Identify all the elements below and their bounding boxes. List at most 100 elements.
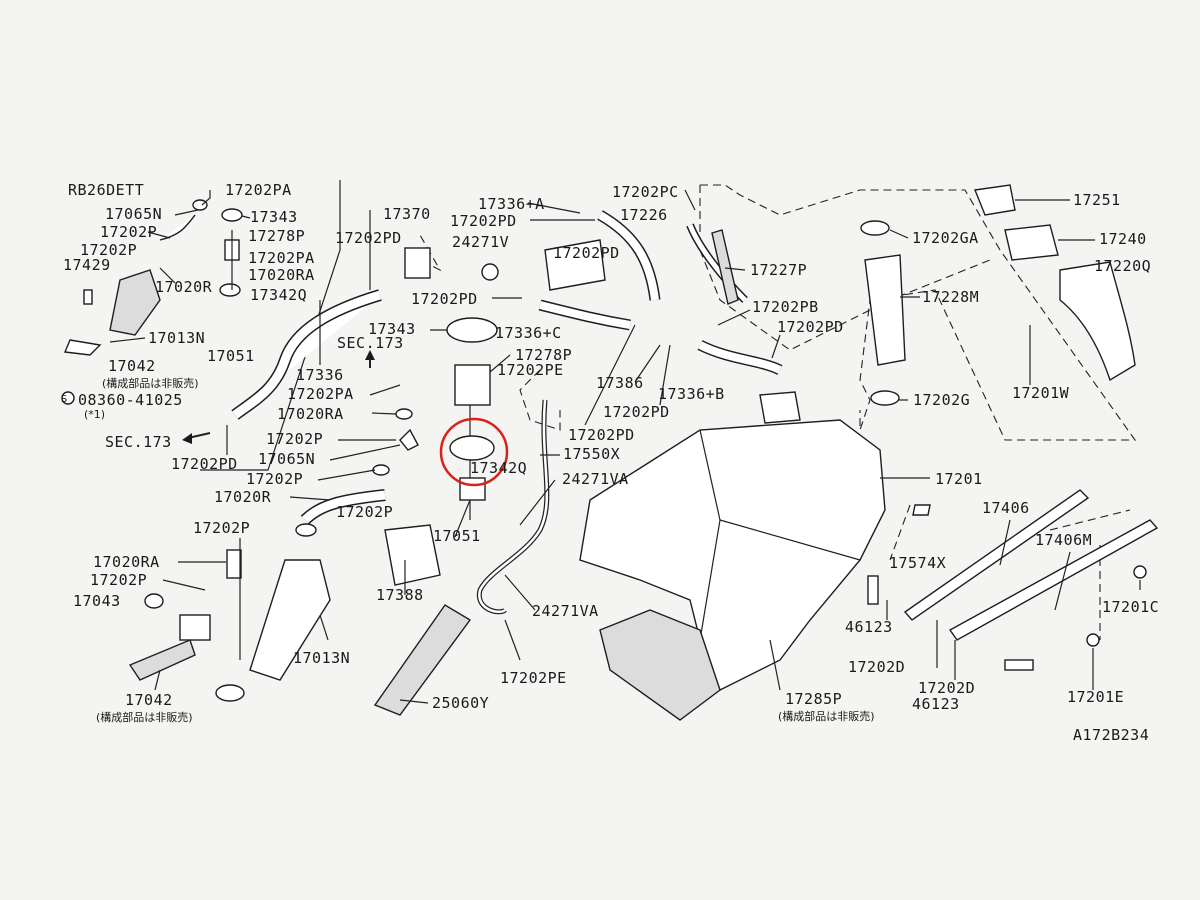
label-17020RA-a: 17020RA [248, 266, 315, 284]
label-17202GA: 17202GA [912, 229, 979, 247]
label-17202D-b: 17202D [918, 679, 975, 697]
label-24271VA-a: 24271VA [562, 470, 629, 488]
sender-25060Y [373, 604, 472, 716]
label-17202PA-b: 17202PA [248, 249, 315, 267]
leader-17020RA-b [371, 412, 397, 415]
leader-17013N-b [319, 614, 329, 641]
nut-17201E [1086, 633, 1100, 647]
strainer-17042 [128, 639, 196, 681]
sec-arrows [182, 350, 375, 444]
leader-17202PD-h [584, 324, 636, 426]
label-17202PB: 17202PB [752, 298, 819, 316]
label-17429: 17429 [63, 256, 111, 274]
hose-mid-fill [539, 301, 631, 329]
dash-17202PE [519, 369, 561, 431]
hose-17336-fill [232, 290, 382, 419]
dash-strap [1049, 509, 1131, 531]
note-not-sold-c: (構成部品は非販売) [778, 709, 875, 723]
pump-bracket [109, 269, 161, 336]
bolt-46123-b [1004, 659, 1034, 671]
left-detail-parts [128, 408, 472, 716]
clamp-17202G [870, 390, 900, 406]
label-25060Y: 25060Y [432, 694, 489, 712]
label-17043: 17043 [73, 592, 121, 610]
bracket-17013N [249, 559, 331, 681]
plate-17388 [384, 524, 441, 586]
leader-17406 [999, 519, 1011, 566]
ring-17013N [215, 684, 245, 702]
label-17278P-a: 17278P [248, 227, 305, 245]
dash-filler-group [700, 184, 1137, 441]
label-17201E: 17201E [1067, 688, 1124, 706]
washer-17043 [144, 593, 164, 609]
dash-17370 [409, 234, 442, 272]
label-17202P-d: 17202P [246, 470, 303, 488]
label-17370: 17370 [383, 205, 431, 223]
label-17202P-f: 17202P [193, 519, 250, 537]
strap-17406M [948, 519, 1159, 641]
leader-17202PE-b [504, 619, 521, 661]
label-17202PD-d: 17202PD [553, 244, 620, 262]
label-17020R-a: 17020R [155, 278, 213, 296]
clip-small-a [192, 199, 208, 211]
fuel-tank [579, 391, 886, 721]
label-17227P: 17227P [750, 261, 807, 279]
label-17278P-b: 17278P [515, 346, 572, 364]
label-sec173-mid: SEC.173 [337, 334, 404, 352]
shield-24271V [544, 239, 606, 291]
screw-symbol-text: S [61, 394, 67, 405]
tank-seam-b [719, 519, 861, 561]
label-17336C: 17336+C [495, 324, 562, 342]
label-17343-b: 17343 [368, 320, 416, 338]
label-17202PE-a: 17202PE [497, 361, 564, 379]
labels: RB26DETT 17202PA 17065N 17343 17202P 172… [61, 181, 1159, 744]
label-17202PD-c: 17202PD [450, 212, 517, 230]
label-17202D-a: 17202D [848, 658, 905, 676]
clamp-17202GA [860, 220, 890, 236]
filler-neck-17220Q [1059, 261, 1136, 382]
label-17020RA-c: 17020RA [93, 553, 160, 571]
clip-17020RA [395, 408, 413, 420]
clip-17202P-e [295, 523, 317, 537]
label-17285P: 17285P [785, 690, 842, 708]
note-not-sold-b: (構成部品は非販売) [96, 710, 193, 724]
note-not-sold-a: (構成部品は非販売) [102, 376, 199, 390]
label-17202P-a: 17202P [100, 223, 157, 241]
leader-17343-a [241, 215, 251, 219]
pump-17051-detail [179, 614, 211, 641]
leader-17202PB [717, 309, 751, 326]
leader-17227P [724, 267, 746, 271]
label-17042-b: 17042 [125, 691, 173, 709]
label-17226: 17226 [620, 206, 668, 224]
label-17343-a: 17343 [250, 208, 298, 226]
strap-17406 [903, 489, 1090, 621]
label-17202PD-e: 17202PD [411, 290, 478, 308]
grommet-17202PD [481, 263, 499, 281]
leader-17065N-a [174, 209, 199, 216]
label-17013N-a: 17013N [148, 329, 205, 347]
pump-assy-top [454, 364, 491, 406]
label-17202G: 17202G [913, 391, 970, 409]
leader-17406M [1054, 551, 1071, 611]
label-17051-a: 17051 [207, 347, 255, 365]
leader-lines [109, 189, 1141, 704]
joint-17065N [399, 428, 419, 451]
straps [867, 489, 1159, 671]
hose-small [159, 214, 196, 241]
pipe-24271VA-fill [478, 399, 549, 614]
label-17342Q-b: 17342Q [470, 459, 527, 477]
label-17201C: 17201C [1102, 598, 1159, 616]
highlight-circle [439, 417, 509, 487]
label-17240: 17240 [1099, 230, 1147, 248]
pump-assembly [404, 239, 606, 520]
label-17574X: 17574X [889, 554, 946, 572]
breather-hose-17227P [711, 229, 739, 305]
leader-17020R-b [289, 496, 331, 501]
label-17342Q-a: 17342Q [250, 286, 307, 304]
label-17201: 17201 [935, 470, 983, 488]
hoses [231, 210, 783, 615]
label-17202PD-g: 17202PD [603, 403, 670, 421]
label-17020RA-b: 17020RA [277, 405, 344, 423]
label-17202P-c: 17202P [266, 430, 323, 448]
